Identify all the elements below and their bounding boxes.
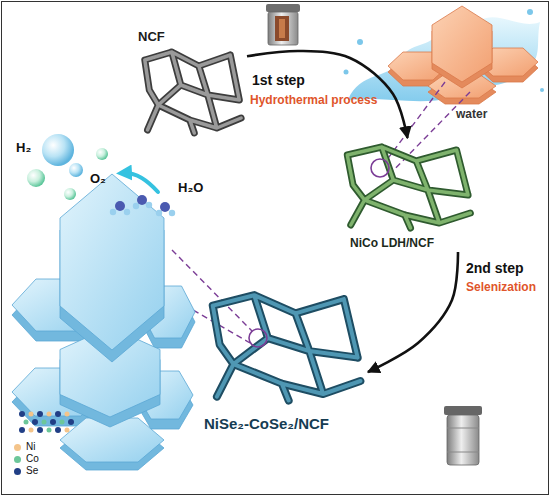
co-atom [47,428,52,433]
se-atom [37,411,43,417]
se-atom [19,427,25,433]
ni-atom [29,412,34,417]
h-atom [169,210,175,216]
ni-atom [47,412,52,417]
ni-atom [65,428,70,433]
gas-label: H₂ [16,140,31,156]
gas-label: O₂ [90,171,106,187]
ldh-plate [432,6,492,82]
bubble [96,148,108,160]
node-label: NiCo LDH/NCF [350,236,434,250]
ldh-foam [347,147,470,228]
step-label: 1st step [252,72,305,89]
legend-entry: Se [14,465,39,477]
h-atom [156,210,162,216]
ni-atom [65,412,70,417]
gas-bubbles [27,134,108,200]
ncf-foam [145,52,241,133]
foam-strut [347,147,470,228]
h-atom [133,203,139,209]
selenide-nanosheets [12,174,195,470]
zoom-circle [249,329,267,347]
se-atom [68,419,74,425]
water-drop [540,88,544,92]
water-drop [527,9,533,15]
material-label: water [456,107,487,121]
o-atom [137,195,147,205]
h-atom [124,209,130,215]
atom-swatch [14,456,21,463]
autoclave-liner [279,19,285,38]
legend-label: Co [26,453,39,465]
se-atom [19,411,25,417]
step-label: 2nd step [466,260,524,277]
o-atom [115,201,125,211]
process-arrow [247,51,408,138]
legend-entry: Co [14,453,39,465]
autoclave-ring [447,428,479,429]
atom-swatch [14,468,21,475]
water-drop [344,70,349,75]
process-arrow [368,252,458,372]
co-atom [42,420,47,425]
foam-label-node: NCF [132,26,247,138]
atom-swatch [14,444,21,451]
autoclave-icon [266,4,300,45]
co-atom [60,420,65,425]
process-label: Hydrothermal process [250,93,377,107]
ldh-nanosheets [388,6,538,104]
element-legend: NiCoSe [14,441,39,477]
crystal-lattice [19,411,74,433]
foam-label-node: NiCo LDH/NCF [340,138,475,252]
se-atom [50,419,56,425]
node-label: NCF [138,29,165,45]
h-atom [110,209,116,215]
ni-atom [29,428,34,433]
foam-strut-highlight [213,295,361,400]
o-atom [160,202,170,212]
foam-strut [213,295,361,400]
co-atom [24,420,29,425]
autoclave-icon [444,406,482,465]
water-molecules [110,173,175,216]
selenide-foam [213,295,361,400]
autoclave-cap [266,4,300,12]
legend-entry: Ni [14,441,39,453]
se-atom [37,427,43,433]
bubble [27,169,45,187]
se-atom [55,427,61,433]
bubble [42,134,74,166]
foam-label-node: NiSe₂-CoSe₂/NCF [200,285,368,435]
molecule-label: H₂O [178,180,203,196]
bubble [64,188,76,200]
nanosheet [60,174,164,350]
autoclave-cap [444,406,482,415]
foam-strut [145,52,241,133]
autoclave-ring [447,452,479,453]
legend-label: Se [26,465,38,477]
reaction-arrow [124,173,158,192]
legend-label: Ni [26,441,35,453]
autoclave-body [268,12,298,45]
node-label: NiSe₂-CoSe₂/NCF [204,415,329,433]
foam-strut-highlight [145,52,241,133]
autoclave-body [447,415,479,465]
process-label: Selenization [466,280,536,294]
water-drop [357,39,363,45]
zoom-circle [371,159,389,177]
h-atom [146,202,152,208]
autoclave-cutaway [275,16,289,41]
se-atom [55,411,61,417]
foam-strut-highlight [347,147,470,228]
bubble [69,163,83,177]
se-atom [32,419,38,425]
